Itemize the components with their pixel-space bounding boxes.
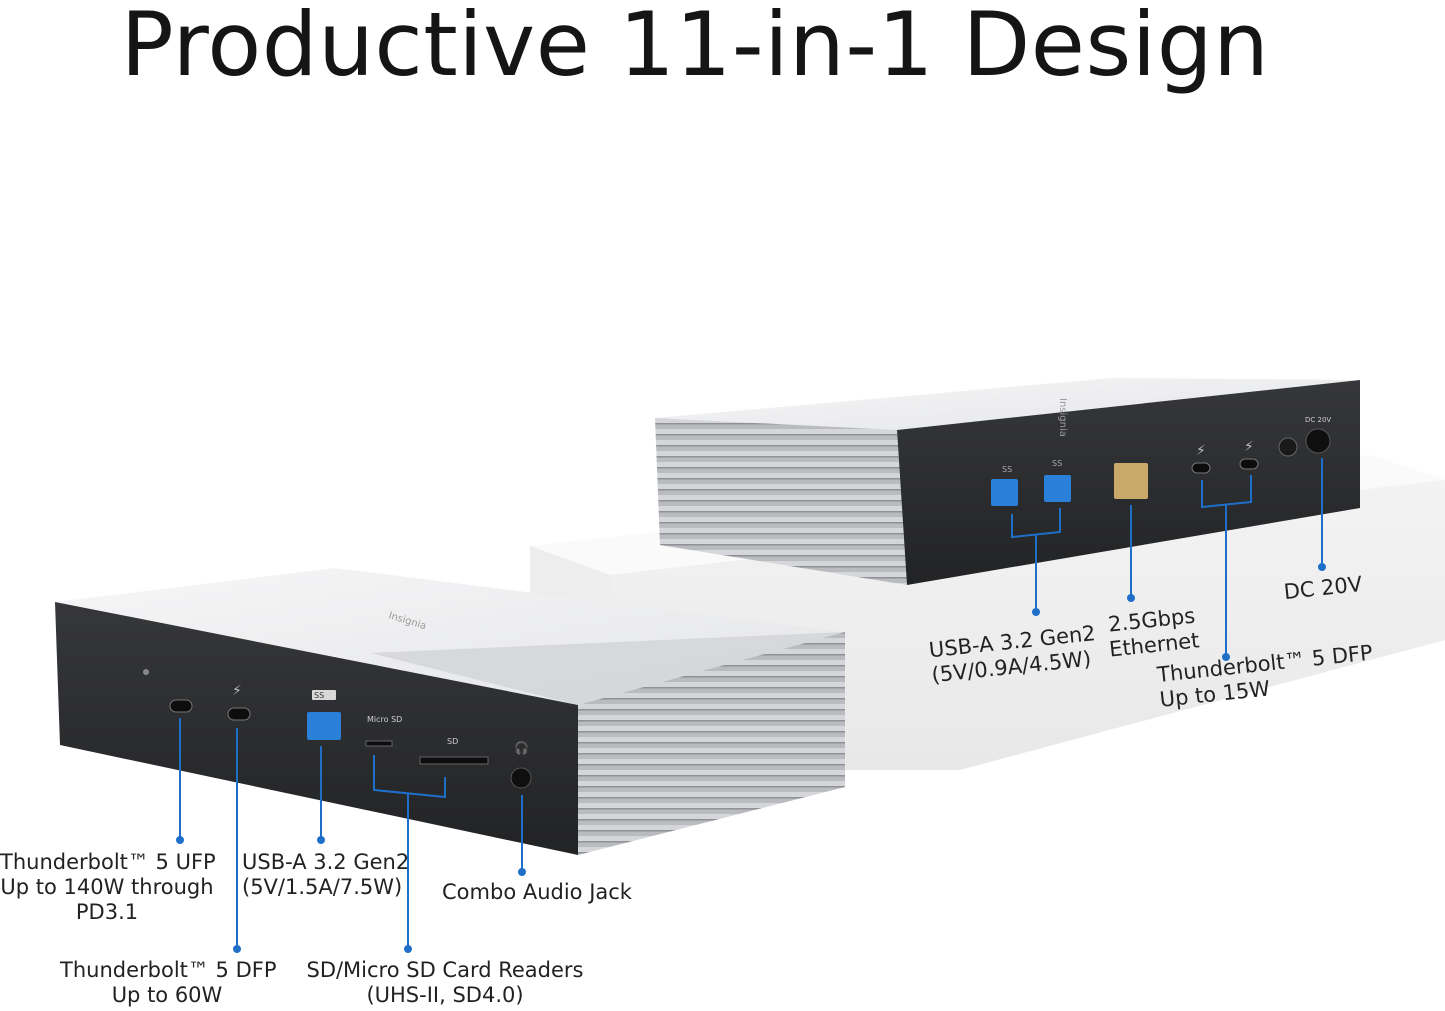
front-tb5-ufp-port[interactable] bbox=[169, 699, 193, 713]
front-usba-port[interactable] bbox=[307, 712, 341, 740]
front-dock: Insignia ⚡ SS Micro SD SD 🎧 bbox=[55, 568, 845, 855]
front-tb5-dfp-port[interactable] bbox=[227, 707, 251, 721]
rear-ss-badge-1: SS bbox=[1002, 465, 1012, 474]
rear-tb5-port-2[interactable] bbox=[1239, 458, 1259, 470]
power-button[interactable] bbox=[1278, 437, 1298, 457]
audio-jack[interactable] bbox=[510, 767, 532, 789]
micro-sd-slot[interactable] bbox=[365, 740, 393, 747]
leader-sd-bracket bbox=[373, 755, 446, 799]
thunderbolt-icon: ⚡ bbox=[1196, 443, 1206, 459]
label-tb5-dfp-front: Thunderbolt™ 5 DFP Up to 60W bbox=[60, 958, 277, 1007]
rear-tb5-port-1[interactable] bbox=[1191, 462, 1211, 474]
leader-dots bbox=[176, 563, 1326, 953]
rear-usba-port-1[interactable] bbox=[991, 479, 1018, 506]
leader-tb5-rear-bracket bbox=[1201, 475, 1252, 509]
headphone-icon: 🎧 bbox=[514, 741, 529, 755]
leader-lines bbox=[179, 458, 1323, 947]
front-ss-badge bbox=[312, 690, 336, 700]
thunderbolt-icon: ⚡ bbox=[1244, 439, 1254, 455]
page-title: Productive 11-in-1 Design bbox=[120, 0, 1270, 96]
dc-marking: DC 20V bbox=[1305, 416, 1331, 424]
front-ss-badge-text: SS bbox=[314, 691, 324, 700]
dc-port[interactable] bbox=[1305, 428, 1331, 454]
power-indicator-icon bbox=[143, 669, 149, 675]
rear-branding: Insignia bbox=[1057, 398, 1068, 437]
label-audio: Combo Audio Jack bbox=[442, 880, 632, 904]
micro-sd-label: Micro SD bbox=[367, 715, 402, 724]
rear-usba-port-2[interactable] bbox=[1044, 475, 1071, 502]
thunderbolt-icon: ⚡ bbox=[232, 683, 242, 699]
sd-label: SD bbox=[447, 737, 458, 746]
sd-slot[interactable] bbox=[419, 756, 489, 765]
label-tb5-ufp: Thunderbolt™ 5 UFP Up to 140W through PD… bbox=[0, 850, 216, 924]
label-sd-readers: SD/Micro SD Card Readers (UHS-II, SD4.0) bbox=[306, 958, 584, 1007]
ethernet-port[interactable] bbox=[1114, 463, 1148, 499]
rear-ss-badge-2: SS bbox=[1052, 459, 1062, 468]
label-usba-front: USB-A 3.2 Gen2 (5V/1.5A/7.5W) bbox=[242, 850, 410, 899]
